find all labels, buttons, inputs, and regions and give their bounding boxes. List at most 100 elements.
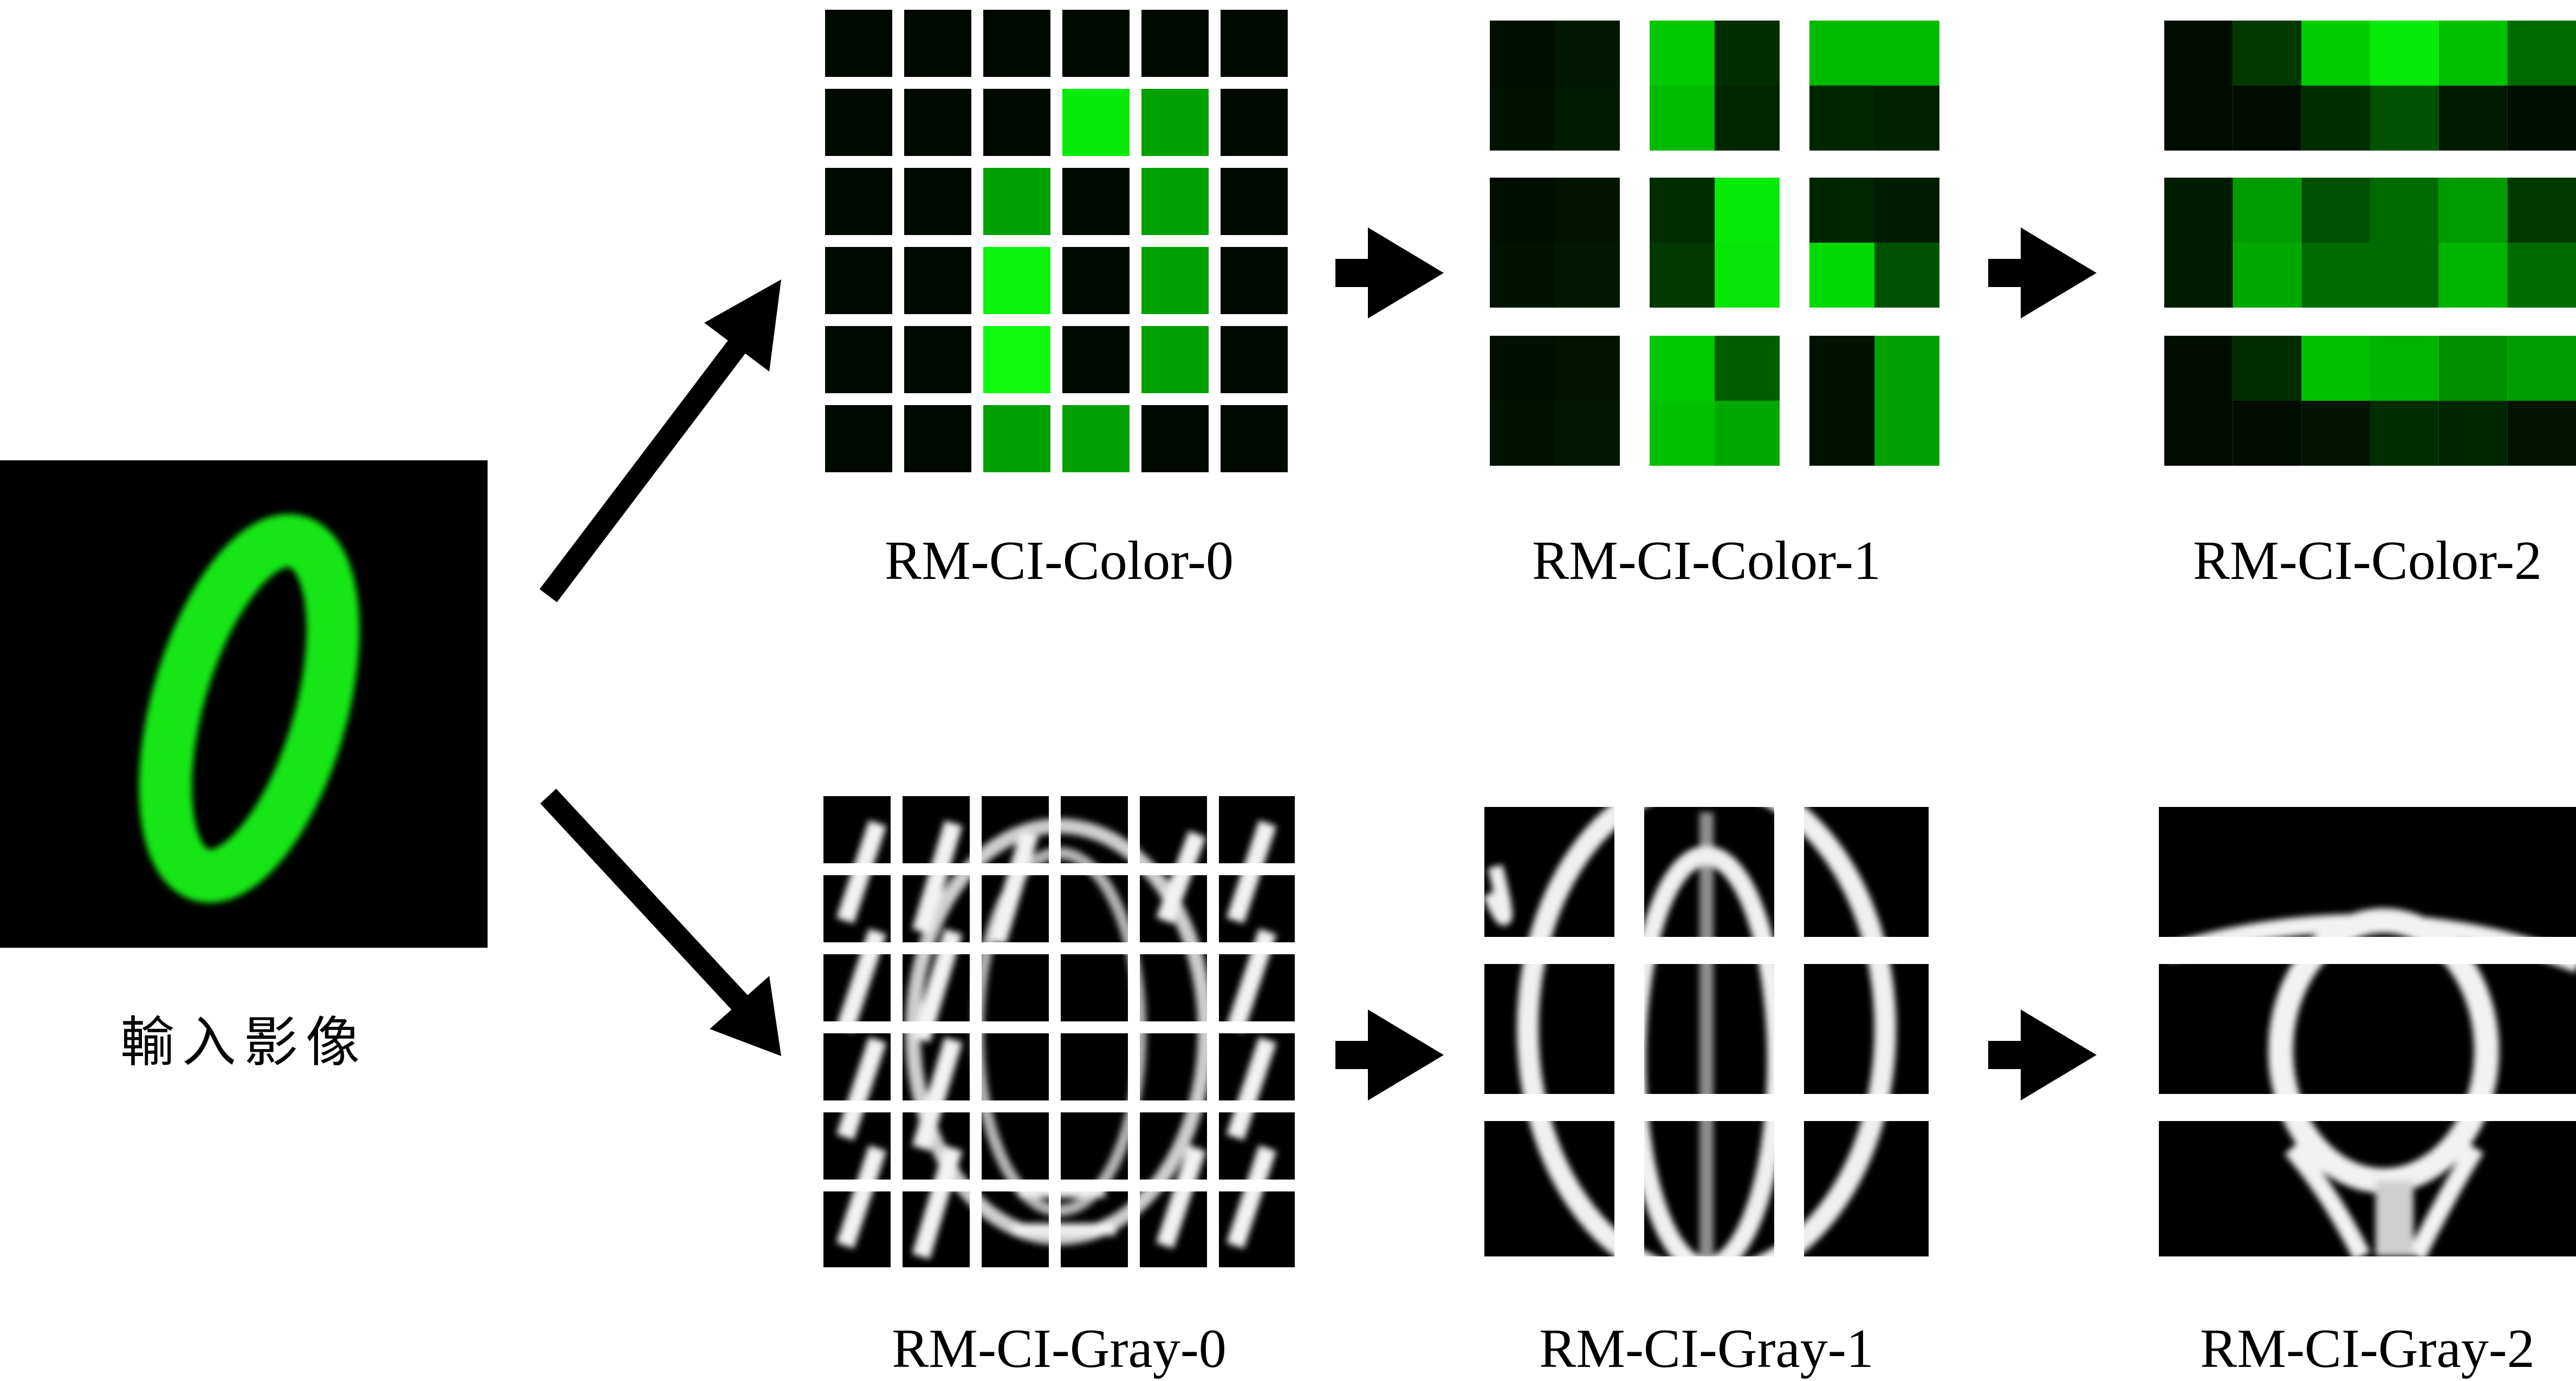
gray-0-caption: RM-CI-Gray-0	[892, 1318, 1227, 1379]
color-0-cell	[825, 10, 892, 77]
color-2-cell	[2370, 86, 2439, 151]
color-1-cell	[1555, 401, 1620, 466]
color-0-cell	[904, 326, 971, 393]
gray-1-gutter	[1484, 1094, 1929, 1121]
color-0-cell	[1062, 247, 1130, 314]
color-0-cell	[904, 168, 971, 235]
color-0-cell	[825, 326, 892, 393]
color-1-cell	[1874, 178, 1939, 243]
color-1-cell	[1490, 401, 1555, 466]
color-2-cell	[2507, 21, 2576, 86]
color-0-cell	[1221, 326, 1288, 393]
rm-ci-color-2-panel	[2164, 21, 2576, 466]
color-0-cell	[1141, 247, 1209, 314]
color-1-cell	[1650, 401, 1715, 466]
color-0-cell	[904, 247, 971, 314]
color-2-cell	[2370, 243, 2439, 308]
color-1-cell	[1650, 243, 1715, 308]
gray-1-gutter	[1614, 807, 1644, 1256]
color-2-cell	[2233, 178, 2302, 243]
gray-0-gutter	[1207, 796, 1219, 1267]
color-1-cell	[1715, 243, 1780, 308]
color-0-cell	[1141, 405, 1209, 472]
color-2-cell	[2301, 178, 2370, 243]
color-1-cell	[1490, 21, 1555, 86]
gray-0-gutter	[1128, 796, 1140, 1267]
color-0-cell	[1062, 326, 1130, 393]
input-image	[0, 460, 488, 948]
color-2-cell	[2233, 243, 2302, 308]
color-2-cell	[2164, 21, 2233, 86]
color-2-cell	[2370, 178, 2439, 243]
color-2-cell	[2301, 243, 2370, 308]
gray-0-gutter	[823, 1180, 1295, 1191]
color-0-cell	[1141, 168, 1209, 235]
rm-ci-gray-1-panel	[1484, 807, 1929, 1256]
color-1-cell	[1715, 401, 1780, 466]
color-1-cell	[1809, 401, 1874, 466]
color-2-cell	[2164, 401, 2233, 466]
color-1-cell	[1490, 336, 1555, 401]
color-1-cell	[1555, 243, 1620, 308]
color-0-cell	[983, 405, 1050, 472]
color-0-cell	[983, 89, 1050, 156]
color-1-cell	[1650, 21, 1715, 86]
color-2-cell	[2164, 178, 2233, 243]
color-2-cell	[2370, 336, 2439, 401]
color-0-cell	[1221, 247, 1288, 314]
arrow-color-1-to-2	[1988, 227, 2097, 318]
rm-ci-color-1-panel	[1490, 21, 1939, 466]
color-1-cell	[1555, 336, 1620, 401]
color-0-cell	[1062, 10, 1130, 77]
color-2-cell	[2233, 86, 2302, 151]
color-1-cell	[1490, 86, 1555, 151]
color-0-cell	[1062, 405, 1130, 472]
color-0-cell	[983, 247, 1050, 314]
color-1-cell	[1809, 86, 1874, 151]
color-2-cell	[2438, 86, 2508, 151]
arrow-gray-0-to-1	[1335, 1009, 1444, 1100]
color-1-cell	[1874, 401, 1939, 466]
color-1-cell	[1555, 86, 1620, 151]
color-1-cell	[1715, 21, 1780, 86]
color-0-cell	[904, 10, 971, 77]
color-0-cell	[1141, 89, 1209, 156]
color-2-cell	[2438, 401, 2508, 466]
color-2-cell	[2301, 86, 2370, 151]
gray-1-gutter	[1484, 937, 1929, 964]
color-1-cell	[1555, 21, 1620, 86]
color-0-cell	[1141, 326, 1209, 393]
color-2-cell	[2301, 401, 2370, 466]
color-2-cell	[2164, 243, 2233, 308]
color-1-cell	[1650, 86, 1715, 151]
color-1-cell	[1715, 86, 1780, 151]
color-0-cell	[1221, 10, 1288, 77]
color-2-cell	[2438, 336, 2508, 401]
color-1-cell	[1650, 336, 1715, 401]
color-2-cell	[2233, 21, 2302, 86]
color-0-cell	[983, 168, 1050, 235]
color-0-cell	[904, 405, 971, 472]
color-0-cell	[983, 10, 1050, 77]
color-2-cell	[2370, 401, 2439, 466]
color-2-cell	[2438, 178, 2508, 243]
rm-ci-color-0-panel	[825, 10, 1288, 472]
color-0-cell	[1221, 89, 1288, 156]
color-1-cell	[1809, 336, 1874, 401]
color-0-cell	[825, 89, 892, 156]
color-1-cell	[1715, 336, 1780, 401]
arrow-gray-1-to-2	[1988, 1009, 2097, 1100]
color-2-cell	[2507, 243, 2576, 308]
gray-0-gutter	[823, 1100, 1295, 1112]
color-2-cell	[2507, 178, 2576, 243]
color-2-cell	[2301, 21, 2370, 86]
color-0-cell	[825, 405, 892, 472]
color-1-cell	[1874, 86, 1939, 151]
color-1-cell	[1490, 178, 1555, 243]
color-2-cell	[2438, 21, 2508, 86]
color-2-cell	[2164, 336, 2233, 401]
color-1-cell	[1874, 243, 1939, 308]
color-2-cell	[2370, 21, 2439, 86]
